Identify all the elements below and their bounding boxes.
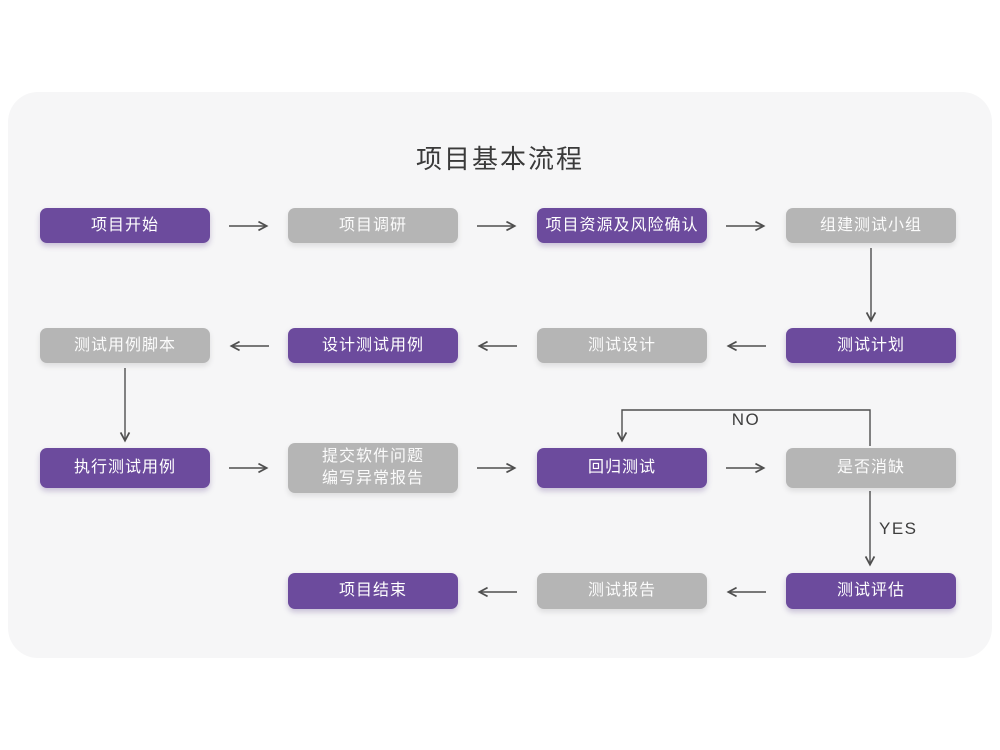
node-test-evaluation: 测试评估 bbox=[786, 573, 956, 609]
node-build-test-team: 组建测试小组 bbox=[786, 208, 956, 243]
node-project-start: 项目开始 bbox=[40, 208, 210, 243]
node-project-end: 项目结束 bbox=[288, 573, 458, 609]
node-project-research: 项目调研 bbox=[288, 208, 458, 243]
no-branch-label: NO bbox=[731, 410, 761, 429]
yes-branch-label: YES bbox=[879, 519, 918, 538]
flowchart-card bbox=[8, 92, 992, 658]
node-submit-issue-report: 提交软件问题 编写异常报告 bbox=[288, 443, 458, 493]
node-test-report: 测试报告 bbox=[537, 573, 707, 609]
node-test-plan: 测试计划 bbox=[786, 328, 956, 363]
node-defect-cleared-decision: 是否消缺 bbox=[786, 448, 956, 488]
node-design-test-cases: 设计测试用例 bbox=[288, 328, 458, 363]
node-test-design: 测试设计 bbox=[537, 328, 707, 363]
node-test-case-script: 测试用例脚本 bbox=[40, 328, 210, 363]
node-resources-risk-confirm: 项目资源及风险确认 bbox=[537, 208, 707, 243]
page-title: 项目基本流程 bbox=[415, 144, 584, 174]
node-regression-test: 回归测试 bbox=[537, 448, 707, 488]
node-execute-test-cases: 执行测试用例 bbox=[40, 448, 210, 488]
